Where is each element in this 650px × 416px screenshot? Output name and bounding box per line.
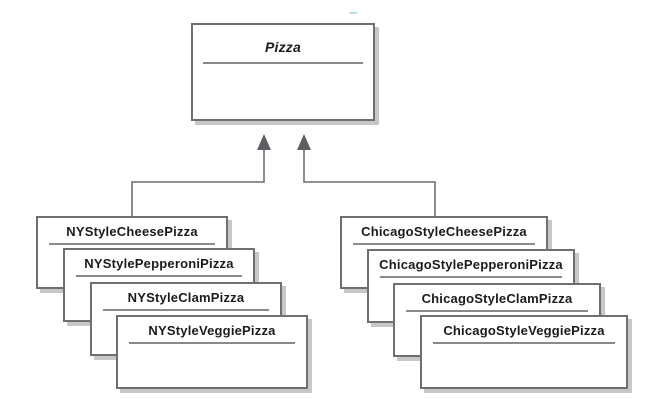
class-separator [76, 275, 242, 277]
inheritance-arrowhead-left-icon [257, 134, 271, 150]
class-separator [433, 342, 615, 344]
class-name-nystyleveggiepizza: NYStyleVeggiePizza [148, 323, 276, 338]
class-name-chicagostylecheesepizza: ChicagoStyleCheesePizza [361, 224, 527, 239]
class-name-chicagostyleclampizza: ChicagoStyleClamPizza [421, 291, 573, 306]
class-box-pizza: Pizza [191, 23, 375, 121]
class-separator [49, 243, 215, 245]
inheritance-connector-left [131, 148, 265, 216]
class-separator [353, 243, 535, 245]
class-name-pizza: Pizza [264, 39, 301, 55]
inheritance-arrowhead-right-icon [297, 134, 311, 150]
class-separator [380, 276, 562, 278]
class-name-nystylecheesepizza: NYStyleCheesePizza [66, 224, 198, 239]
class-name-nystyleclampizza: NYStyleClamPizza [127, 290, 245, 305]
class-name-chicagostyleveggiepizza: ChicagoStyleVeggiePizza [443, 323, 605, 338]
class-name-nystylepepperonipizza: NYStylePepperoniPizza [84, 256, 234, 271]
class-name-chicagostylepepperonipizza: ChicagoStylePepperoniPizza [379, 257, 563, 272]
class-box-nystyleveggiepizza: NYStyleVeggiePizza [116, 315, 308, 389]
class-separator [103, 309, 269, 311]
scan-artifact-mark [349, 12, 357, 14]
class-separator [129, 342, 295, 344]
class-separator [406, 310, 588, 312]
inheritance-connector-right [303, 148, 436, 216]
class-box-chicagostyleveggiepizza: ChicagoStyleVeggiePizza [420, 315, 628, 389]
class-separator [203, 62, 363, 64]
